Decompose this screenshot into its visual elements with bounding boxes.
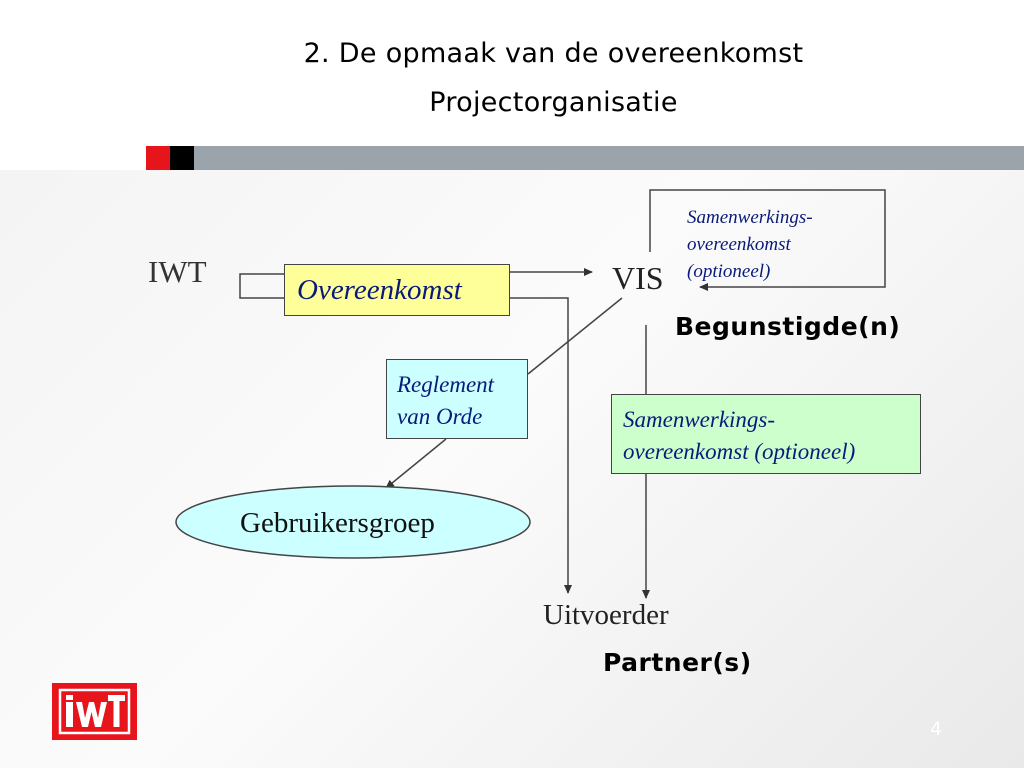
- label-iwt: IWT: [148, 254, 207, 289]
- label-partner: Partner(s): [603, 648, 752, 677]
- header-bar-grey: [194, 146, 1024, 170]
- arrow-overeenkomst-uitvoerder: [510, 297, 572, 594]
- label-begunstigde: Begunstigde(n): [675, 312, 901, 341]
- page-number: 4: [930, 718, 943, 740]
- samenwerking-top-line: (optioneel): [687, 261, 771, 282]
- samenwerking-mid-line: overeenkomst (optioneel): [623, 439, 856, 464]
- box-overeenkomst: Overeenkomst: [284, 264, 510, 316]
- box-samenwerkingsovereenkomst: Samenwerkings- overeenkomst (optioneel): [611, 394, 921, 474]
- slide-title: 2. De opmaak van de overeenkomst: [303, 38, 804, 69]
- iwt-logo: [52, 683, 137, 740]
- label-gebruikersgroep: Gebruikersgroep: [240, 507, 435, 539]
- slide-subtitle: Projectorganisatie: [429, 87, 678, 118]
- box-overeenkomst-text: Overeenkomst: [297, 274, 462, 306]
- connector-vis-reglement: [527, 297, 623, 375]
- label-vis: VIS: [612, 260, 664, 296]
- connector-iwt-overeenkomst: [239, 273, 284, 299]
- arrow-reglement-gebruikersgroep: [385, 438, 447, 489]
- label-uitvoerder: Uitvoerder: [543, 599, 669, 631]
- connector-vis-samenwerking-loop: [649, 189, 886, 291]
- header-bar-black-square: [170, 146, 194, 170]
- header-bar-red-square: [146, 146, 170, 170]
- gebruikersgroep-ellipse: [175, 485, 531, 559]
- samenwerking-mid-line: Samenwerkings-: [623, 407, 776, 432]
- iwt-logo-mark: [58, 688, 131, 735]
- samenwerkingsovereenkomst-top: Samenwerkings- overeenkomst (optioneel): [687, 204, 887, 285]
- box-reglement-van-orde: Reglement van Orde: [386, 359, 528, 439]
- samenwerking-top-line: Samenwerkings-: [687, 207, 813, 228]
- reglement-line: van Orde: [397, 404, 483, 429]
- samenwerking-top-line: overeenkomst: [687, 234, 791, 255]
- reglement-line: Reglement: [397, 372, 495, 397]
